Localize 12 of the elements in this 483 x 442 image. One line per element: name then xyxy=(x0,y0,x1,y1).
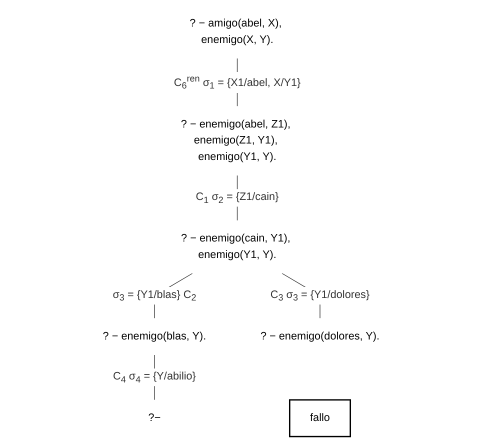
edge-label: C$_{4}$ σ$_{4}$ = {Y/abilio} xyxy=(113,370,196,384)
edge-label: C$_{6}$$^{ren}$ σ$_{1}$ = {X1/abel, X/Y1} xyxy=(174,73,301,91)
node-text: ? − enemigo(dolores, Y). xyxy=(260,330,380,342)
node-box: fallo xyxy=(289,399,352,438)
edge-label: C$_{3}$ σ$_{3}$ = {Y1/dolores} xyxy=(270,288,370,303)
node-text: ? − enemigo(cain, Y1), enemigo(Y1, Y). xyxy=(181,232,291,260)
node-text: ? − enemigo(abel, Z1), enemigo(Z1, Y1), enemigo(Y1, Y). xyxy=(181,118,291,163)
edge-label: σ$_{3}$ = {Y1/blas} C$_{2}$ xyxy=(113,288,197,303)
edge-label: C$_{1}$ σ$_{2}$ = {Z1/cain} xyxy=(196,191,280,205)
node-text: ? − enemigo(blas, Y). xyxy=(103,330,206,342)
node-text: ? − amigo(abel, X), enemigo(X, Y). xyxy=(190,18,282,46)
node-text: ?− xyxy=(148,412,162,424)
